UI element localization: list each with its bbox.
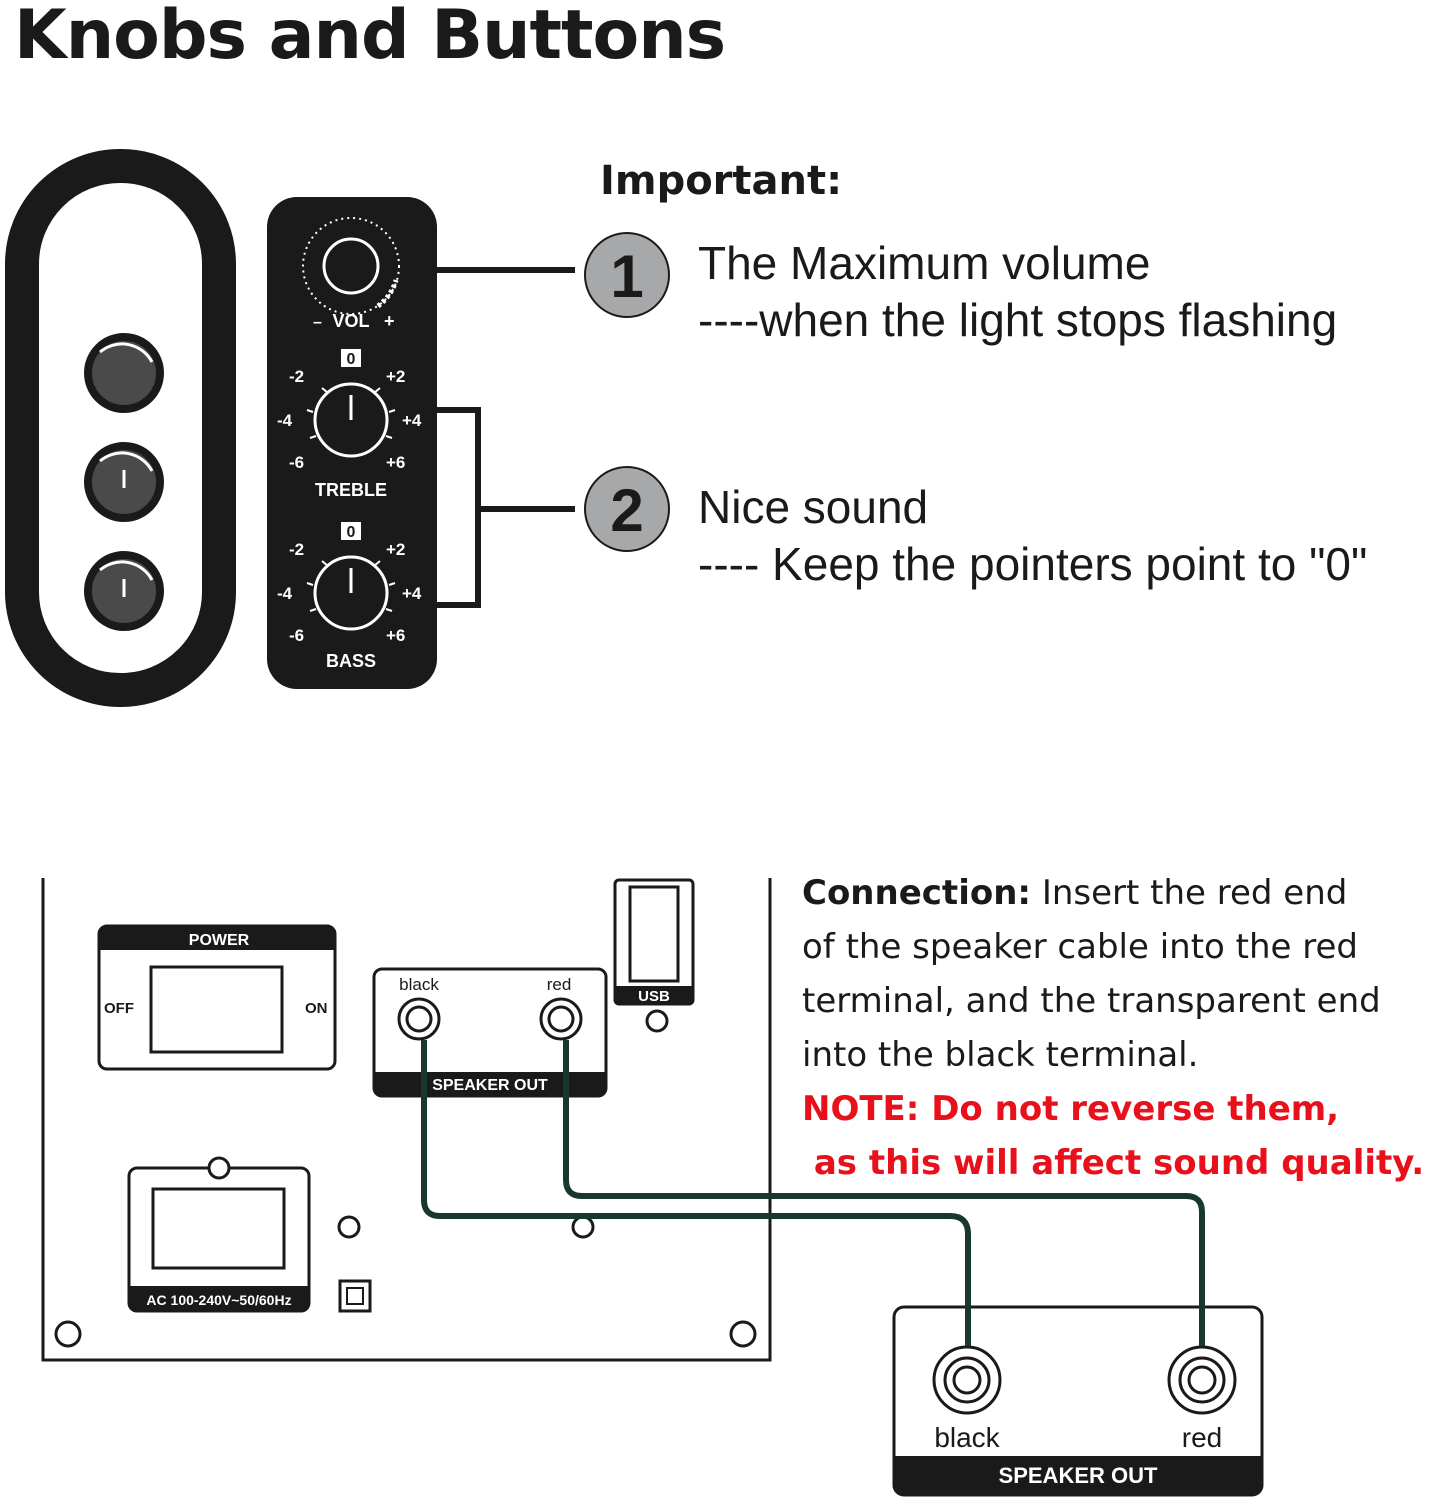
speaker-front-outline [5,149,236,707]
front-knob-1 [84,333,164,413]
mount-hole-center [571,1215,595,1239]
badge-1: 1 [584,232,670,318]
bass-knob [306,555,396,631]
cable-black [421,1040,971,1346]
connection-line-3: terminal, and the transparent end [802,981,1381,1021]
back-black-label: black [399,975,439,994]
connection-heading: Connection: [802,873,1032,913]
bass-plus4-label: +4 [402,584,422,603]
satellite-speaker-out-label: SPEAKER OUT [999,1463,1158,1488]
bass-zero-label: 0 [347,524,356,541]
usb-label: USB [638,988,670,1005]
warning-line-2: as this will affect sound quality. [802,1143,1425,1183]
connection-line-1: Insert the red end [1031,873,1348,913]
page-title: Knobs and Buttons [14,0,726,75]
ac-input [127,1156,311,1313]
treble-plus2-label: +2 [386,367,405,386]
back-red-label: red [547,975,572,994]
bass-plus2-label: +2 [386,540,405,559]
usb-port [613,878,695,1033]
vol-minus-label: – [313,314,322,331]
bass-minus4-label: -4 [277,584,293,603]
connection-line-2: of the speaker cable into the red [802,927,1358,967]
vol-plus-label: + [384,311,395,331]
power-label: POWER [189,932,250,949]
bass-minus6-label: -6 [289,626,304,645]
front-knob-3 [84,551,164,631]
screw-hole-left [54,1320,82,1348]
note-1-line-1: The Maximum volume [698,237,1151,289]
note-2-line-2: ---- Keep the pointers point to "0" [698,538,1368,590]
svg-text:2: 2 [610,477,643,544]
satellite-red-label: red [1182,1422,1222,1453]
vol-label: VOL [332,311,369,331]
on-label: ON [305,1000,328,1017]
svg-text:1: 1 [610,243,643,310]
note-2-line-1: Nice sound [698,481,929,533]
note-1-line-2: ----when the light stops flashing [698,294,1338,346]
satellite-black-label: black [934,1422,1000,1453]
cable-red [563,1040,1205,1346]
satellite-terminal-block [892,1305,1264,1497]
back-speaker-out-block [372,967,608,1098]
treble-minus4-label: -4 [277,411,293,430]
connection-line-4: into the black terminal. [802,1035,1199,1075]
back-speaker-out-label: SPEAKER OUT [432,1077,548,1094]
off-label: OFF [104,1000,134,1017]
badge-2: 2 [584,466,670,552]
callout-bracket-2 [437,407,481,608]
treble-minus2-label: -2 [289,367,304,386]
treble-zero-label: 0 [347,351,356,368]
back-panel-board [41,878,772,1362]
bass-minus2-label: -2 [289,540,304,559]
treble-minus6-label: -6 [289,453,304,472]
treble-plus6-label: +6 [386,453,405,472]
treble-plus4-label: +4 [402,411,422,430]
screw-hole-right [729,1320,757,1348]
connection-instructions: Connection: Insert the red end of the sp… [802,866,1442,1190]
volume-knob [302,217,400,315]
important-heading: Important: [600,158,843,204]
front-knob-2 [84,442,164,522]
mount-hole [337,1215,361,1239]
warning-line-1: NOTE: Do not reverse them, [802,1089,1340,1129]
power-switch [97,924,337,1071]
treble-knob [306,382,396,458]
ground-square [338,1279,372,1313]
bass-plus6-label: +6 [386,626,405,645]
treble-label: TREBLE [315,480,387,500]
bass-label: BASS [326,651,376,671]
ac-label: AC 100-240V~50/60Hz [146,1292,291,1308]
